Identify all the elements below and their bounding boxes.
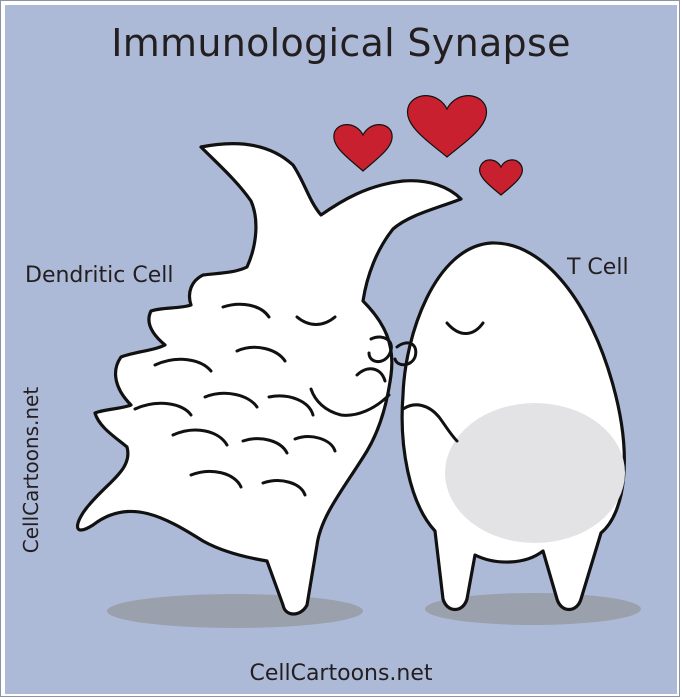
- t-cell-arm: [401, 403, 459, 443]
- illustration-panel: Immunological Synapse Dendritic Cell T C…: [5, 5, 677, 694]
- dendritic-cell-closed-eye: [295, 315, 337, 326]
- t-cell-nucleus: [445, 403, 625, 543]
- dendritic-cell: [76, 142, 463, 616]
- heart-icon: [406, 95, 488, 158]
- t-cell-lips: [393, 341, 418, 367]
- dendritic-cell-hand: [355, 367, 387, 383]
- side-watermark-text: CellCartoons.net: [19, 386, 43, 554]
- t-cell-shadow: [425, 593, 641, 625]
- footer-watermark: CellCartoons.net: [249, 661, 433, 686]
- t-cell: [393, 241, 626, 612]
- t-cell-label: T Cell: [567, 255, 629, 280]
- cartoon-artwork: [76, 95, 641, 628]
- heart-icon: [479, 159, 523, 196]
- dendritic-cell-lips: [367, 335, 393, 363]
- page-title: Immunological Synapse: [111, 21, 571, 65]
- t-cell-closed-eye: [445, 321, 485, 335]
- dendritic-cell-shadow: [107, 594, 363, 628]
- dendritic-cell-arm: [309, 387, 391, 417]
- heart-icon: [333, 124, 393, 172]
- dendritic-cell-label: Dendritic Cell: [25, 263, 174, 288]
